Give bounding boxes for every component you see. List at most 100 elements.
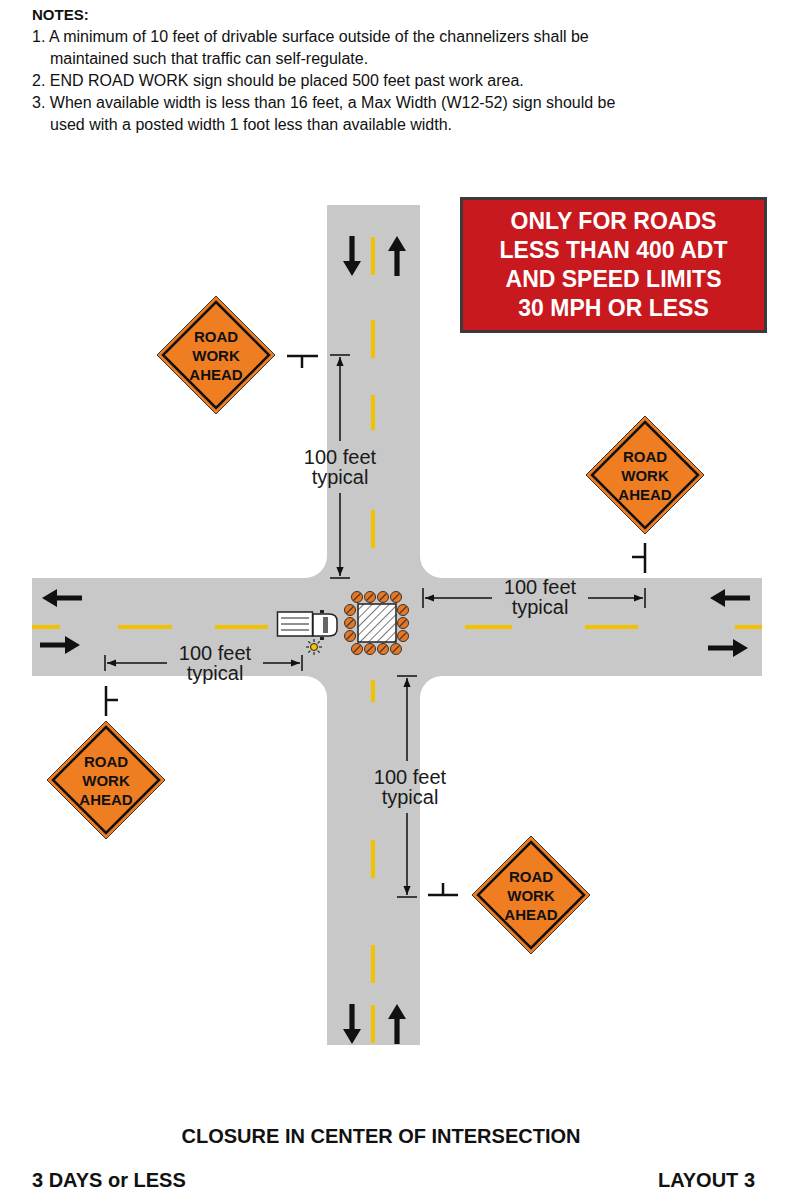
notes-heading: NOTES: — [32, 4, 638, 26]
lane-arrow — [40, 636, 80, 654]
channelizer-drum — [398, 631, 409, 642]
center-stripe — [371, 237, 375, 275]
center-line — [32, 237, 762, 1043]
channelizer-drum — [365, 592, 376, 603]
center-dash — [371, 680, 375, 702]
note-text-holder: 2. END ROAD WORK sign should be placed 5… — [32, 70, 638, 92]
dimension-line — [339, 357, 341, 441]
sign-post-symbol — [287, 356, 318, 368]
lane-arrow — [42, 589, 82, 607]
sign-border — [163, 302, 269, 408]
sign-post-symbol — [106, 686, 118, 716]
restriction-box: ONLY FOR ROADS LESS THAN 400 ADT AND SPE… — [460, 197, 767, 333]
truck-slat — [281, 630, 309, 631]
dimension-line — [107, 662, 167, 664]
center-dash — [371, 840, 375, 878]
center-dash — [371, 395, 375, 430]
dimension-line — [588, 597, 643, 599]
center-dash — [585, 625, 638, 629]
sign-text: ROAD WORK AHEAD — [180, 327, 252, 384]
warning-light — [306, 639, 322, 655]
center-stripe — [371, 1005, 375, 1043]
channelizer-drum — [398, 618, 409, 629]
channelizer-drum — [345, 618, 356, 629]
sign-face — [47, 721, 165, 839]
dimension-label-holder: 100 feet typical — [167, 643, 263, 683]
truck-cab — [313, 614, 337, 636]
title-holder: CLOSURE IN CENTER OF INTERSECTION — [182, 1124, 581, 1148]
sign-text: ROAD WORK AHEAD — [609, 447, 681, 504]
channelizer-drum — [391, 592, 402, 603]
lane-arrow — [708, 639, 748, 657]
lane-arrows — [40, 236, 750, 1044]
truck-mirror — [320, 610, 324, 613]
dimension-label-holder: 100 feet typical — [292, 447, 388, 487]
work-area — [358, 604, 396, 642]
warning-sign: ROAD WORK AHEAD — [471, 835, 591, 955]
lane-arrow — [343, 236, 361, 276]
channelizer-drum — [391, 644, 402, 655]
note-text-holder: 1. A minimum of 10 feet of drivable surf… — [32, 26, 638, 70]
note-text: 2. END ROAD WORK sign should be placed 5… — [32, 70, 638, 92]
sign-face — [472, 836, 590, 954]
truck-slat — [281, 624, 309, 625]
dimension-lines — [105, 355, 645, 897]
warning-sign: ROAD WORK AHEAD — [585, 415, 705, 535]
dimension-line — [339, 493, 341, 576]
lane-arrow — [710, 589, 750, 607]
channelizer-drums — [345, 592, 409, 655]
corner-curve — [420, 676, 464, 720]
light-rays — [306, 639, 322, 655]
dimension-label-holder: 100 feet typical — [362, 767, 458, 807]
sign-text: ROAD WORK AHEAD — [495, 867, 567, 924]
lane-arrow — [343, 1004, 361, 1044]
corner-curve — [283, 534, 327, 578]
truck-slat — [281, 618, 309, 619]
note-text-holder: 3. When available width is less than 16 … — [32, 92, 638, 136]
channelizer-drum — [352, 644, 363, 655]
light-lamp — [311, 644, 318, 651]
dimension-line — [263, 662, 300, 664]
sign-post-symbol — [632, 543, 645, 573]
sign-face — [586, 416, 704, 534]
dimension-line — [406, 678, 408, 761]
center-dash — [371, 510, 375, 548]
truck-windshield — [323, 617, 328, 633]
dimension-line — [406, 813, 408, 895]
sign-border — [53, 727, 159, 833]
truck-bed — [278, 612, 313, 636]
corner-curve — [283, 676, 327, 720]
sign-text: ROAD WORK AHEAD — [70, 752, 142, 809]
channelizer-drum — [378, 592, 389, 603]
sign-face — [157, 296, 275, 414]
note-text: 1. A minimum of 10 feet of drivable surf… — [32, 26, 638, 70]
truck-mirror — [320, 637, 324, 640]
channelizer-drum — [352, 592, 363, 603]
sign-post-symbol — [428, 883, 458, 895]
center-dash — [371, 320, 375, 358]
channelizer-drum — [365, 644, 376, 655]
note-text: 3. When available width is less than 16 … — [32, 92, 638, 136]
center-dash — [465, 625, 512, 629]
lane-arrow — [388, 236, 406, 276]
dimension-line — [425, 597, 492, 599]
warning-sign: ROAD WORK AHEAD — [46, 720, 166, 840]
lane-arrow — [388, 1004, 406, 1044]
notes-block: NOTES:1. A minimum of 10 feet of drivabl… — [32, 4, 638, 136]
dimension-label: 100 feet typical — [292, 447, 388, 487]
center-dash — [118, 625, 172, 629]
channelizer-drum — [378, 644, 389, 655]
center-dash — [32, 625, 60, 629]
channelizer-drum — [398, 605, 409, 616]
dimension-label: 100 feet typical — [492, 577, 588, 617]
work-truck — [278, 610, 338, 640]
dimension-label-holder: 100 feet typical — [492, 577, 588, 617]
sign-posts — [106, 356, 645, 895]
duration-label: 3 DAYS or LESS — [32, 1168, 186, 1192]
notes-heading-holder: NOTES: — [32, 4, 638, 26]
channelizer-drum — [345, 631, 356, 642]
